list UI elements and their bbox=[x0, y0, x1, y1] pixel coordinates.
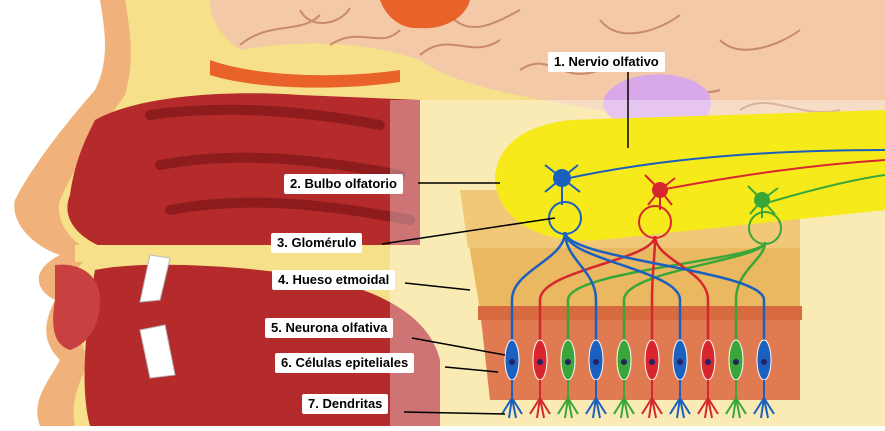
neuron-nucleus bbox=[677, 359, 683, 365]
neuron-nucleus bbox=[537, 359, 543, 365]
label-celulas-epiteliales: 6. Células epiteliales bbox=[275, 353, 414, 373]
label-hueso-etmoidal: 4. Hueso etmoidal bbox=[272, 270, 395, 290]
label-glomerulo: 3. Glomérulo bbox=[271, 233, 362, 253]
hard-palate bbox=[75, 245, 430, 262]
neuron-nucleus bbox=[649, 359, 655, 365]
label-neurona-olfativa: 5. Neurona olfativa bbox=[265, 318, 393, 338]
epithelium-top bbox=[478, 306, 802, 320]
label-dendritas: 7. Dendritas bbox=[302, 394, 388, 414]
epithelium-block bbox=[480, 310, 800, 400]
label-nervio-olfativo: 1. Nervio olfativo bbox=[548, 52, 665, 72]
neuron-nucleus bbox=[761, 359, 767, 365]
neuron-nucleus bbox=[509, 359, 515, 365]
neuron-nucleus bbox=[733, 359, 739, 365]
neuron-nucleus bbox=[621, 359, 627, 365]
neuron-nucleus bbox=[565, 359, 571, 365]
label-bulbo-olfatorio: 2. Bulbo olfatorio bbox=[284, 174, 403, 194]
neuron-nucleus bbox=[593, 359, 599, 365]
neuron-nucleus bbox=[705, 359, 711, 365]
